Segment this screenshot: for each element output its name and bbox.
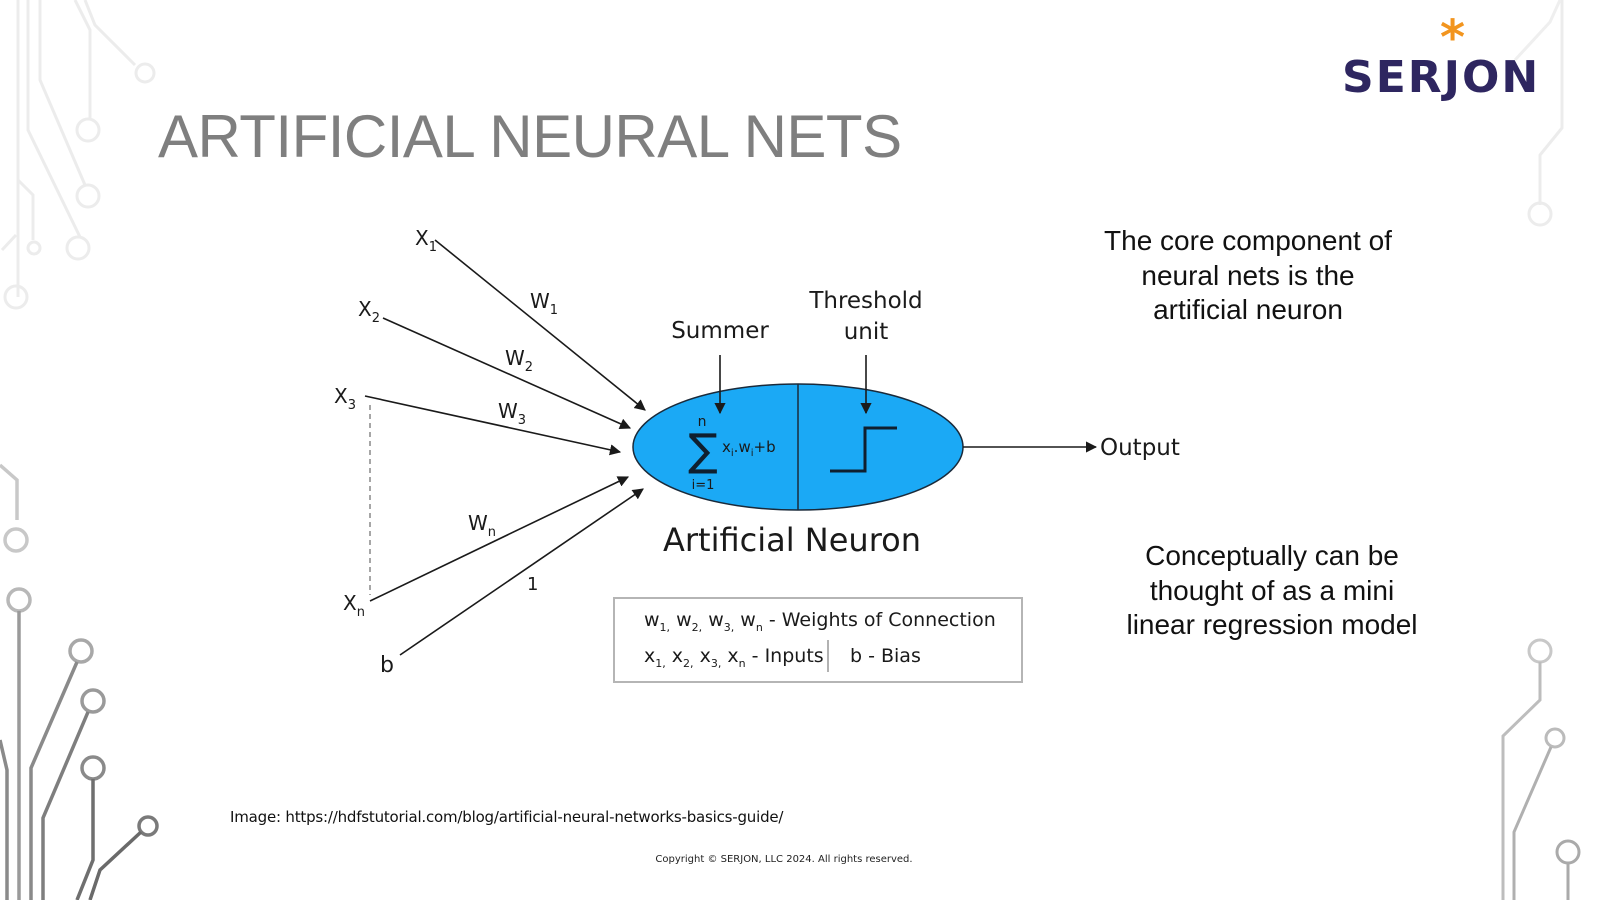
sum-lower-limit: i=1	[692, 478, 715, 493]
bias-weight-label: 1	[527, 574, 538, 595]
copyright-footer: Copyright © SERJON, LLC 2024. All rights…	[655, 854, 913, 865]
logo-text: SERJON	[1342, 52, 1541, 103]
input-label-x1: X1	[415, 226, 437, 255]
output-label: Output	[1100, 435, 1180, 461]
weight-label-w1: W1	[530, 289, 558, 318]
sum-symbol-icon: ∑	[688, 425, 718, 476]
input-edge-x1	[434, 239, 646, 411]
weight-label-w2: W2	[505, 346, 533, 375]
logo-star-icon: *	[1440, 10, 1466, 66]
serjon-logo: * SERJON	[1342, 10, 1542, 113]
step-function-icon	[830, 426, 897, 473]
sum-upper-limit: n	[698, 414, 707, 430]
input-edge-x3	[364, 395, 622, 456]
weight-label-w3: W3	[498, 399, 526, 428]
legend-weights: w1, w2, w3, wn - Weights of Connection	[644, 609, 996, 636]
legend-bias: b - Bias	[850, 645, 921, 667]
input-label-x2: X2	[358, 297, 380, 326]
circuit-top-left	[0, 0, 156, 310]
circuit-bottom-left	[0, 463, 159, 900]
summer-label: Summer	[671, 318, 769, 344]
side-text-core-component: The core component of neural nets is the…	[1104, 225, 1392, 325]
sum-expression: xi.wi+b	[722, 438, 776, 459]
legend-box	[613, 597, 1023, 683]
bias-label: b	[380, 653, 394, 678]
image-credit: Image: https://hdfstutorial.com/blog/art…	[230, 808, 784, 826]
circuit-right	[1501, 0, 1581, 900]
neuron-label: Artificial Neuron	[663, 521, 921, 559]
legend-inputs: x1, x2, x3, xn - Inputs	[644, 645, 824, 672]
input-edge-xn	[369, 476, 630, 602]
threshold-label: Threshold	[808, 288, 922, 314]
threshold-label-unit: unit	[844, 319, 889, 345]
input-label-x3: X3	[334, 384, 356, 413]
side-text-linear-regression: Conceptually can be thought of as a mini…	[1126, 540, 1418, 640]
input-edge-bias	[399, 488, 644, 656]
input-edge-x2	[382, 317, 632, 430]
input-label-xn: Xn	[343, 591, 365, 620]
weight-label-wn: Wn	[468, 511, 496, 540]
slide-title: ARTIFICIAL NEURAL NETS	[158, 103, 902, 170]
